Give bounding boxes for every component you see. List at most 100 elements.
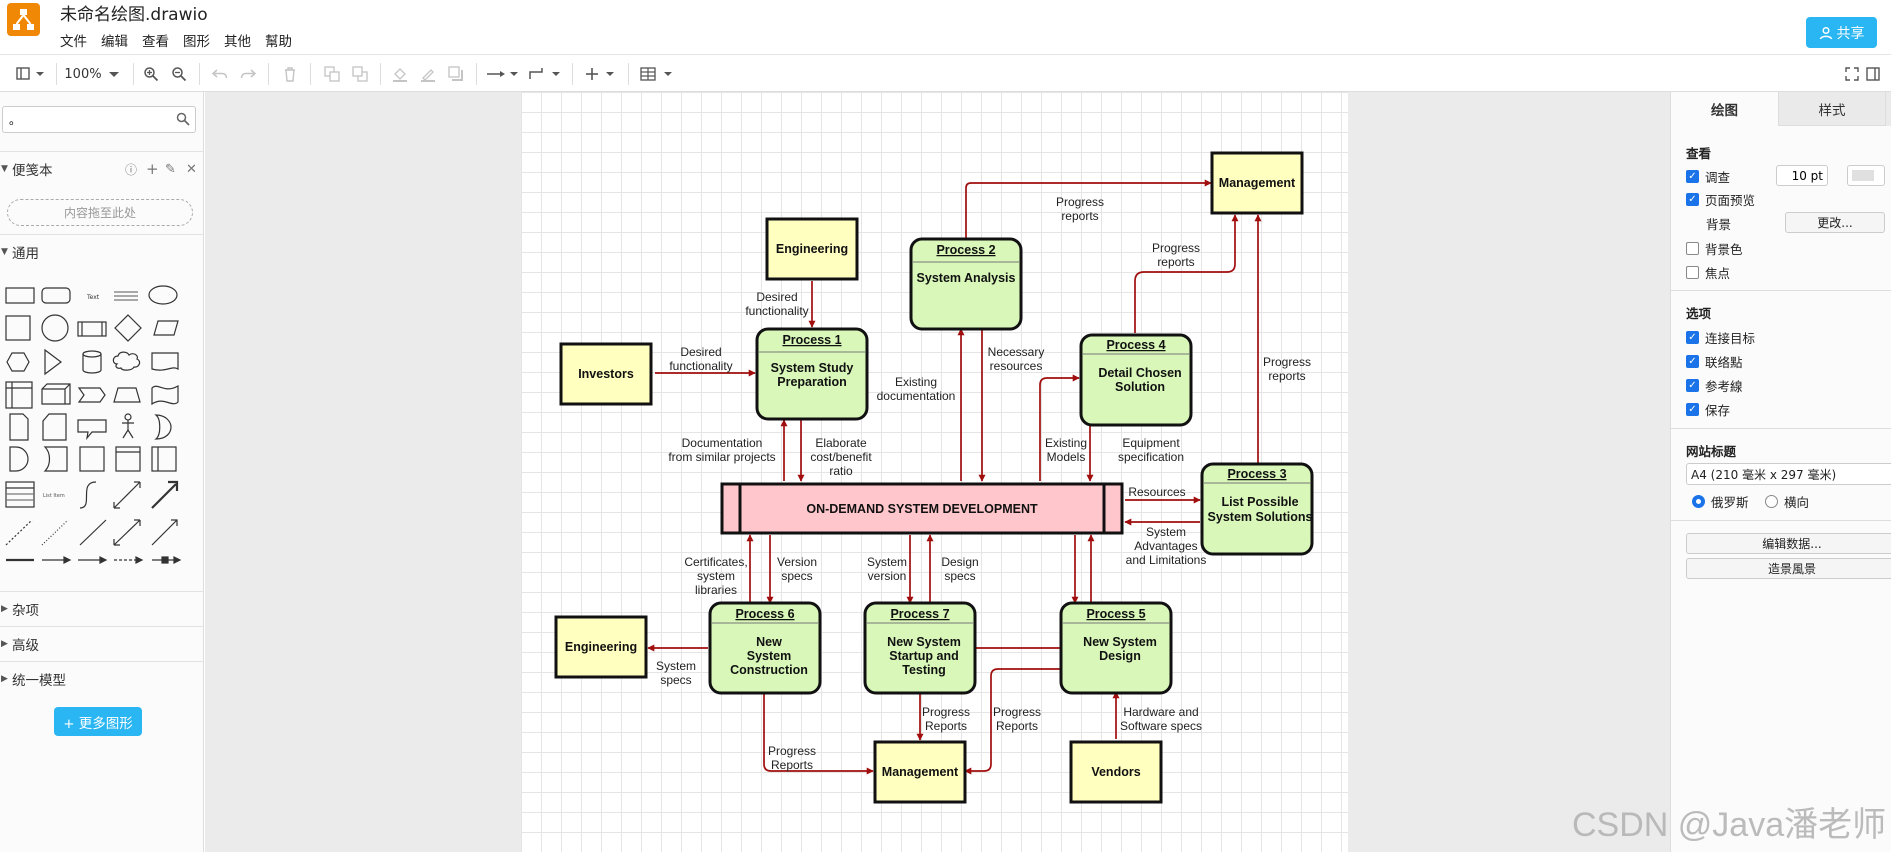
trapezoid-shape[interactable] xyxy=(113,387,141,403)
shadow-icon[interactable] xyxy=(446,65,466,83)
flow-p2-management[interactable] xyxy=(965,179,1212,239)
page-view-checkbox[interactable]: ✓ 页面预览 xyxy=(1686,190,1755,209)
process-1[interactable]: Process 1 System Study Preparation xyxy=(755,327,869,421)
menu-file[interactable]: 文件 xyxy=(60,34,87,50)
external-entity-investors[interactable]: Investors xyxy=(559,342,653,406)
dashed-line-shape[interactable] xyxy=(5,519,33,546)
stored-data-shape[interactable] xyxy=(43,446,68,472)
diamond-shape[interactable] xyxy=(114,314,142,342)
uml-section-header[interactable]: ▶ 统一模型 xyxy=(0,661,204,696)
zoom-out-icon[interactable] xyxy=(169,65,189,83)
edit-icon[interactable]: ✎ xyxy=(165,161,176,177)
list-item-shape[interactable]: List Item xyxy=(43,493,65,499)
zoom-in-icon[interactable] xyxy=(141,65,161,83)
to-back-icon[interactable] xyxy=(350,65,370,83)
circle-shape[interactable] xyxy=(41,314,69,342)
fullscreen-icon[interactable] xyxy=(1843,65,1861,83)
process-5[interactable]: Process 5 New System Design xyxy=(1059,601,1173,695)
menu-edit[interactable]: 编辑 xyxy=(101,34,128,50)
internal-storage-shape[interactable] xyxy=(5,381,33,409)
zoom-select[interactable]: 100% xyxy=(64,65,120,83)
flow-store-p4[interactable] xyxy=(1039,374,1080,481)
option-guides[interactable]: ✓ 参考線 xyxy=(1686,376,1743,395)
text-shape[interactable]: Text xyxy=(86,294,100,301)
bidirectional-connector-shape[interactable] xyxy=(113,519,141,546)
more-shapes-button[interactable]: + 更多图形 xyxy=(54,707,142,736)
external-entity-engineering-bottom[interactable]: Engineering xyxy=(554,615,648,679)
menu-help[interactable]: 幫助 xyxy=(265,34,292,50)
bidirectional-arrow-shape[interactable] xyxy=(113,481,141,509)
process-6[interactable]: Process 6 New System Construction xyxy=(708,601,822,695)
cylinder-shape[interactable] xyxy=(82,350,102,358)
insert-icon[interactable] xyxy=(584,65,618,83)
callout-shape[interactable] xyxy=(77,419,107,441)
tab-style[interactable]: 样式 xyxy=(1778,92,1885,126)
flow-p4-management[interactable] xyxy=(1134,214,1239,333)
process-shape[interactable] xyxy=(77,321,107,337)
orientation-landscape-radio[interactable]: 横向 xyxy=(1765,492,1809,511)
edit-style-button[interactable]: 造景風景 xyxy=(1686,558,1891,579)
grid-size-input[interactable] xyxy=(1776,165,1828,186)
drawio-logo-icon[interactable] xyxy=(7,3,40,36)
square-shape[interactable] xyxy=(5,315,31,341)
line-color-icon[interactable] xyxy=(418,65,438,83)
rectangle-shape[interactable] xyxy=(5,287,35,304)
tape-shape[interactable] xyxy=(151,384,179,406)
scratchpad-drop-zone[interactable]: 内容拖至此处 xyxy=(7,199,193,226)
waypoints-icon[interactable] xyxy=(528,65,562,83)
option-connection-points[interactable]: ✓ 联络點 xyxy=(1686,352,1743,371)
undo-icon[interactable] xyxy=(210,65,230,83)
external-entity-management-top[interactable]: Management xyxy=(1210,151,1304,215)
parallelogram-shape[interactable] xyxy=(153,320,179,336)
menu-arrange[interactable]: 图形 xyxy=(183,34,210,50)
card-shape[interactable] xyxy=(42,413,67,441)
step-shape[interactable] xyxy=(77,387,106,403)
note-shape[interactable] xyxy=(9,413,29,441)
add-icon[interactable]: + xyxy=(146,160,159,178)
datastore-on-demand[interactable]: ON-DEMAND SYSTEM DEVELOPMENT xyxy=(720,482,1124,535)
table-icon[interactable] xyxy=(640,65,676,83)
advanced-section-header[interactable]: ▶ 高级 xyxy=(0,626,204,661)
delay-shape[interactable] xyxy=(9,446,29,472)
document-shape[interactable] xyxy=(151,352,179,371)
close-icon[interactable]: ✕ xyxy=(186,161,197,177)
fill-color-icon[interactable] xyxy=(390,65,410,83)
grid-color-swatch[interactable] xyxy=(1847,165,1885,186)
cube-shape[interactable] xyxy=(41,383,71,405)
external-entity-management-bottom[interactable]: Management xyxy=(873,740,967,804)
sidebar-toggle-icon[interactable] xyxy=(14,65,48,83)
option-connection-arrows[interactable]: ✓ 连接目标 xyxy=(1686,328,1755,347)
bg-color-checkbox[interactable]: 背景色 xyxy=(1686,239,1743,258)
menu-view[interactable]: 查看 xyxy=(142,34,169,50)
menu-extras[interactable]: 其他 xyxy=(224,34,251,50)
process-4[interactable]: Process 4 Detail Chosen Solution xyxy=(1079,333,1193,427)
document-title[interactable]: 未命名绘图.drawio xyxy=(60,5,208,25)
process-2[interactable]: Process 2 System Analysis xyxy=(909,237,1023,331)
option-autosave[interactable]: ✓ 保存 xyxy=(1686,400,1730,419)
process-3[interactable]: Process 3 List Possible System Solutions xyxy=(1200,462,1314,556)
directional-connector-shape[interactable] xyxy=(151,519,178,546)
curve-shape[interactable] xyxy=(79,481,97,509)
delete-icon[interactable] xyxy=(280,65,300,83)
connection-icon[interactable] xyxy=(486,65,520,83)
focus-checkbox[interactable]: 焦点 xyxy=(1686,263,1730,282)
shape-search-input[interactable] xyxy=(2,106,196,133)
help-icon[interactable]: ⓘ xyxy=(125,162,138,177)
paper-size-select[interactable]: A4 (210 毫米 x 297 毫米) xyxy=(1686,463,1891,485)
redo-icon[interactable] xyxy=(238,65,258,83)
share-button[interactable]: 共享 xyxy=(1806,17,1877,48)
grid-checkbox[interactable]: ✓ 调查 xyxy=(1686,167,1730,186)
format-panel-icon[interactable] xyxy=(1864,65,1882,83)
flow-p6-management[interactable] xyxy=(763,692,874,775)
line-shape[interactable] xyxy=(79,519,107,546)
to-front-icon[interactable] xyxy=(322,65,342,83)
external-entity-vendors[interactable]: Vendors xyxy=(1069,740,1163,804)
ellipse-shape[interactable] xyxy=(148,285,178,305)
dotted-line-shape[interactable] xyxy=(41,519,69,546)
hexagon-shape[interactable] xyxy=(6,352,30,372)
or-shape[interactable] xyxy=(154,414,172,440)
flow-p5-management[interactable] xyxy=(964,668,1061,775)
swimlane-shape[interactable] xyxy=(115,446,141,472)
scratchpad-header[interactable]: ▼ 便笺本 ⓘ + ✎ ✕ xyxy=(0,151,204,186)
container-shape[interactable] xyxy=(79,446,105,472)
